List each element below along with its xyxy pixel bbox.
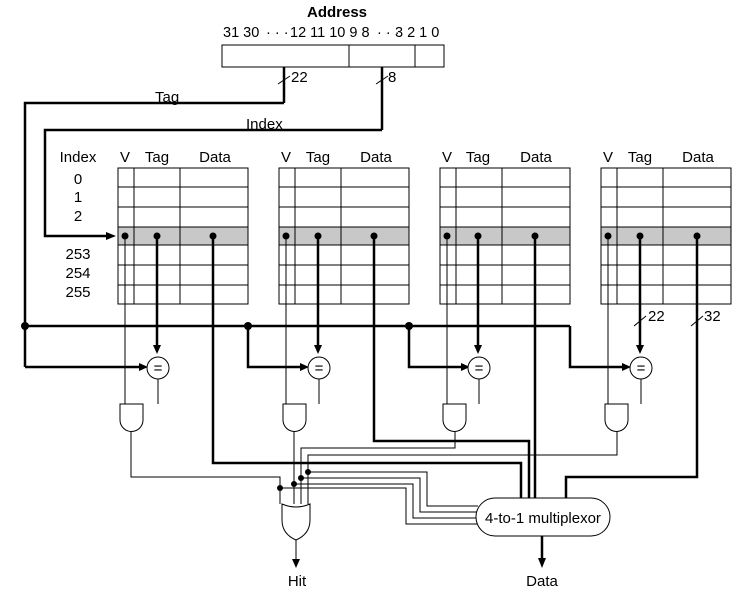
way-2-v-header: V [442,149,452,166]
tag-width-slash [277,75,291,85]
way-1-v-header: V [281,149,291,166]
way-3-comparator-label: = [637,360,646,377]
index-row-254: 254 [65,265,90,282]
hit-arrow-icon [292,559,300,568]
way-3-tag-header: Tag [628,149,652,166]
way-3-data-header: Data [682,149,714,166]
index-header: Index [60,149,97,166]
index-bus-label: Index [246,116,283,133]
way-2: V Tag Data = [300,149,571,504]
mux-label: 4-to-1 multiplexor [485,510,601,527]
way-1-comparator-label: = [315,360,324,377]
way-3-selected-row [601,227,731,245]
index-row-0: 0 [74,171,82,188]
mux-select-lines [280,471,478,525]
tag-bus-label: Tag [155,89,179,106]
way-1-and-gate [282,403,307,432]
index-bus [43,128,382,238]
index-width-slash [375,75,389,85]
way-0-data-header: Data [199,149,231,166]
address-register [221,44,445,68]
way-2-data-header: Data [520,149,552,166]
way-1-data-header: Data [360,149,392,166]
way-0-table [117,167,249,305]
way-1-tag-header: Tag [306,149,330,166]
index-row-253: 253 [65,246,90,263]
way-0-and-gate [119,403,144,432]
index-width-label: 8 [388,69,396,86]
way-2-tag-header: Tag [466,149,490,166]
way-0-selected-row [118,227,248,245]
address-bits-high: 31 30 [223,25,259,41]
tag-width-label: 22 [291,69,308,86]
data-output-label: Data [526,573,558,590]
way-3-tag-width-slash [633,315,647,327]
way-0-tag-header: Tag [145,149,169,166]
index-row-2: 2 [74,208,82,225]
tag-bus-left [23,101,284,367]
way-1: V Tag Data = [246,149,531,504]
way-0-v-header: V [120,149,130,166]
way-2-selected-row [440,227,570,245]
data-arrow-icon [538,558,546,568]
way-1-table [278,167,410,305]
address-bits-ellipsis-2: · · · [377,25,400,41]
address-bits-mid: 12 11 10 9 8 [290,25,370,41]
address-bits-low: 3 2 1 0 [395,25,439,41]
way-2-and-gate [442,403,467,432]
way-2-comparator-label: = [475,360,484,377]
address-bits-ellipsis-1: · · · [266,25,289,41]
address-title: Address [307,4,367,21]
hit-or-gate [281,503,311,541]
index-row-255: 255 [65,284,90,301]
way-3-and-gate [604,403,629,432]
way-0: V Tag Data = [25,149,523,504]
index-arrow-icon [106,232,116,240]
way-3-table [600,167,732,305]
way-1-selected-row [279,227,409,245]
hit-label: Hit [288,573,307,590]
way-3-data-width-label: 32 [704,308,721,325]
way-3: V Tag Data 22 = 32 [307,149,732,504]
way-3-tag-width-label: 22 [648,308,665,325]
way-0-comparator-label: = [154,360,163,377]
way-3-v-header: V [603,149,613,166]
way-2-table [439,167,571,305]
index-row-1: 1 [74,189,82,206]
